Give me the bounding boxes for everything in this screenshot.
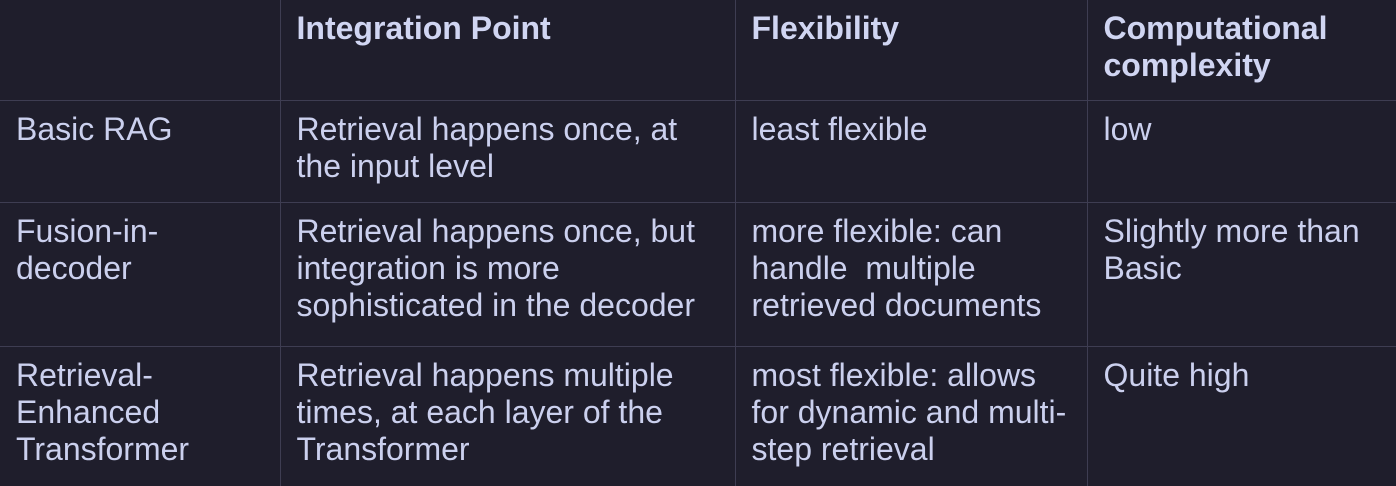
- cell-integration-point: Retrieval happens once, but integration …: [279, 201, 736, 347]
- table-row: Retrieval-Enhanced Transformer Retrieval…: [0, 345, 1396, 486]
- table-row: Basic RAG Retrieval happens once, at the…: [0, 99, 1396, 203]
- cell-flexibility: least flexible: [734, 99, 1088, 203]
- cell-approach-name: Basic RAG: [0, 99, 281, 203]
- cell-integration-point: Retrieval happens once, at the input lev…: [279, 99, 736, 203]
- cell-approach-name: Fusion-in-decoder: [0, 201, 281, 347]
- column-header-integration-point: Integration Point: [279, 0, 736, 101]
- cell-computational-complexity: Quite high: [1086, 345, 1396, 486]
- cell-flexibility: more flexible: can handle multiple retri…: [734, 201, 1088, 347]
- header-row: Integration Point Flexibility Computatio…: [0, 0, 1396, 101]
- column-header-flexibility: Flexibility: [734, 0, 1088, 101]
- cell-integration-point: Retrieval happens multiple times, at eac…: [279, 345, 736, 486]
- column-header-approach: [0, 0, 281, 101]
- table-row: Fusion-in-decoder Retrieval happens once…: [0, 201, 1396, 347]
- cell-computational-complexity: low: [1086, 99, 1396, 203]
- cell-computational-complexity: Slightly more than Basic: [1086, 201, 1396, 347]
- column-header-computational-complexity: Computational complexity: [1086, 0, 1396, 101]
- cell-approach-name: Retrieval-Enhanced Transformer: [0, 345, 281, 486]
- cell-flexibility: most flexible: allows for dynamic and mu…: [734, 345, 1088, 486]
